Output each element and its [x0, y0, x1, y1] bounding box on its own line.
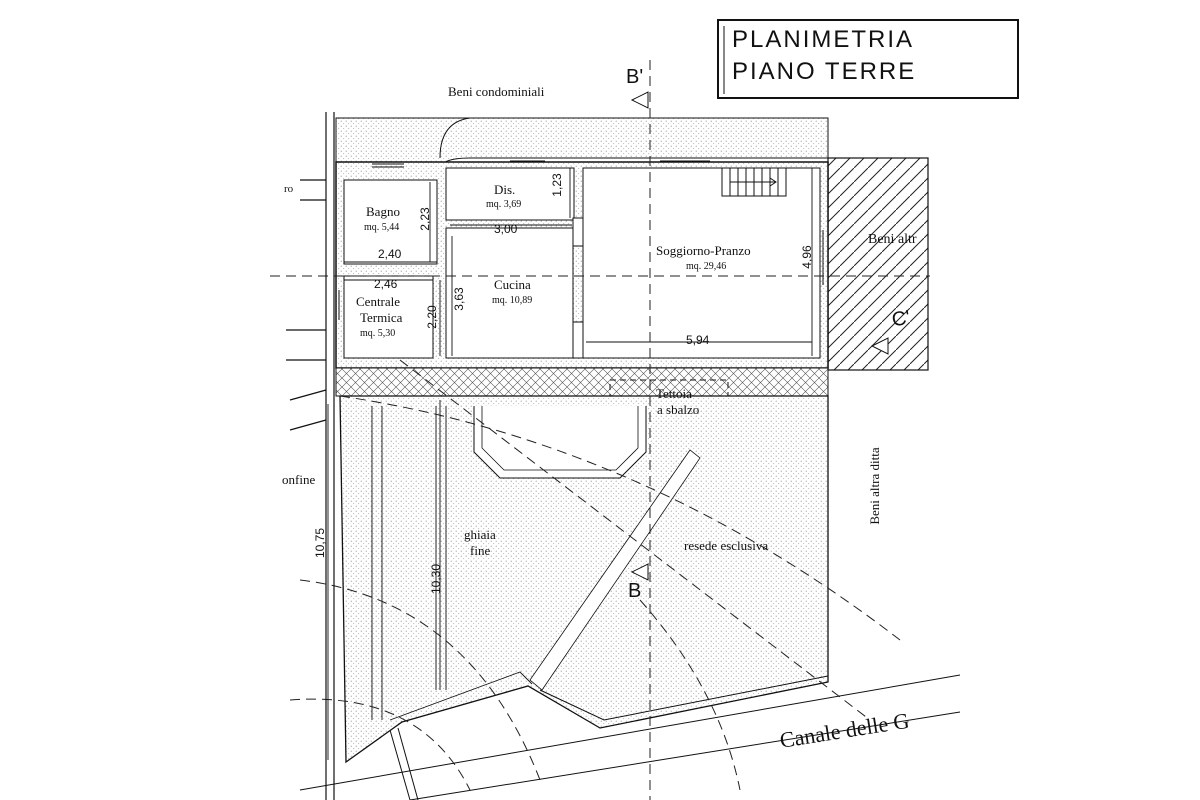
garden-bed [473, 406, 647, 479]
tettoia-label-1: Tettoia [656, 386, 692, 401]
left-cut-label: ro [284, 183, 294, 195]
dim-lot-left: 10,75 [313, 527, 327, 559]
section-marker-right-arrow [870, 337, 889, 355]
dim-bagno-height: 2,23 [418, 207, 432, 231]
title-line-2: PIANO TERRE [732, 58, 917, 85]
neighbour-hatched-area [827, 157, 929, 371]
centrale-floor [343, 275, 434, 359]
lower-frontage [539, 675, 829, 721]
room-soggiorno-area: mq. 29,46 [686, 261, 727, 272]
title-box [717, 19, 1019, 99]
gravel-inner-border [371, 406, 533, 721]
garden-bed-inner [481, 406, 639, 471]
section-label-bottom: B [628, 580, 642, 602]
condominium-curve [439, 117, 471, 159]
section-marker-bottom-arrow [630, 563, 649, 581]
section-marker-top-arrow [630, 91, 649, 109]
room-centrale-area: mq. 5,30 [360, 328, 396, 339]
section-label-right: C' [890, 306, 912, 332]
canopy-strip [335, 367, 829, 397]
room-dis-area: mq. 3,69 [486, 199, 522, 210]
dim-dis-height: 1,23 [550, 173, 564, 197]
dis-floor [445, 167, 575, 221]
right-neighbour-label: Beni altr [868, 232, 917, 247]
cucina-floor [445, 227, 574, 359]
dim-dis-width: 3,00 [494, 222, 518, 236]
tettoia-label-2: a sbalzo [657, 402, 700, 417]
room-cucina-area: mq. 10,89 [492, 295, 533, 306]
left-boundary [286, 112, 335, 800]
dim-soggiorno-height: 4,96 [800, 245, 814, 269]
room-bagno-area: mq. 5,44 [364, 222, 400, 233]
left-boundary-label: onfine [282, 472, 316, 487]
dim-centrale-width: 2,46 [374, 277, 398, 291]
dimension-lines [327, 168, 813, 760]
room-bagno-name: Bagno [366, 204, 400, 219]
wall-stub-cucina [572, 217, 584, 247]
staircase [721, 167, 787, 197]
construction-lines [270, 60, 930, 800]
dim-cucina-height: 3,63 [452, 287, 466, 311]
dim-bagno-width: 2,40 [378, 247, 402, 261]
top-neighbour-label: Beni condominiali [448, 84, 545, 99]
title-line-1: PLANIMETRIA [732, 26, 915, 53]
resede-label: resede esclusiva [684, 538, 769, 553]
room-centrale-name-1: Centrale [356, 294, 401, 309]
bagno-floor [343, 179, 438, 265]
soggiorno-floor [582, 167, 821, 359]
garden-area [339, 395, 829, 764]
room-centrale-name-2: Termica [360, 310, 403, 325]
ghiaia-label-1: ghiaia [464, 527, 496, 542]
right-side-label: Beni altra ditta [867, 447, 882, 525]
wall-stub-soggiorno [572, 321, 584, 359]
room-soggiorno-name: Soggiorno-Pranzo [656, 243, 751, 258]
canal-lines [299, 674, 961, 800]
room-cucina-name: Cucina [494, 277, 531, 292]
ghiaia-label-2: fine [470, 543, 491, 558]
room-dis-name: Dis. [494, 182, 516, 197]
dim-soggiorno-width: 5,94 [686, 333, 710, 347]
dim-gravel-depth: 10,30 [429, 563, 443, 595]
gravel-path [529, 449, 701, 691]
dim-centrale-height: 2,20 [425, 305, 439, 329]
section-label-top: B' [626, 66, 644, 88]
